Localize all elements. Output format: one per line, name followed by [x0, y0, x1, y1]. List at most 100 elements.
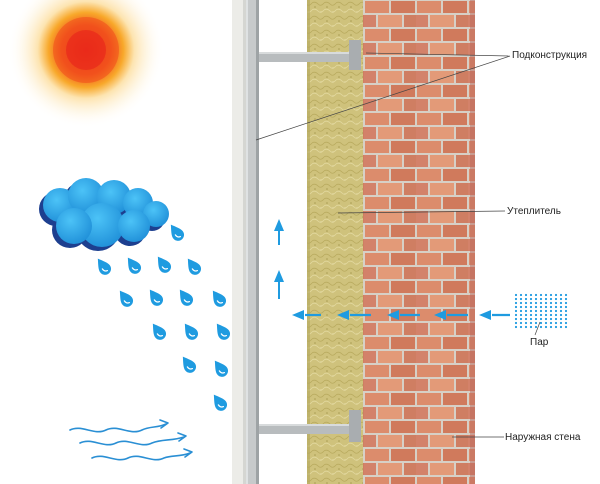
vapor-dot	[529, 293, 533, 297]
vapor-dot	[559, 325, 563, 329]
leader-lines	[255, 52, 541, 438]
vapor-dot	[554, 309, 558, 313]
vapor-dot	[549, 301, 553, 305]
vapor-dot	[539, 305, 543, 309]
bracket-top	[259, 40, 361, 70]
vapor-dot	[544, 293, 548, 297]
raindrop-icon	[182, 254, 204, 278]
vapor-dot	[534, 301, 538, 305]
vapor-dot	[519, 321, 523, 325]
vapor-dot	[529, 321, 533, 325]
arrow-icon	[337, 310, 371, 320]
raindrop-icon	[207, 286, 229, 310]
vapor-dot	[529, 313, 533, 317]
vapor-dot	[564, 309, 568, 313]
label-vapor: Пар	[530, 337, 549, 348]
vapor-dot	[514, 317, 518, 321]
vapor-dot	[514, 301, 518, 305]
vapor-dot	[514, 313, 518, 317]
brick-wall	[363, 0, 475, 484]
vapor-dot	[564, 313, 568, 317]
vapor-dots-icon	[514, 293, 568, 329]
vapor-dot	[534, 325, 538, 329]
vapor-dot	[549, 309, 553, 313]
vapor-dot	[534, 317, 538, 321]
vapor-dot	[564, 305, 568, 309]
vapor-dot	[534, 293, 538, 297]
vapor-dot	[519, 313, 523, 317]
vapor-dot	[544, 317, 548, 321]
vapor-dot	[519, 305, 523, 309]
vapor-dot	[559, 321, 563, 325]
vapor-dot	[549, 325, 553, 329]
vapor-dot	[529, 301, 533, 305]
raindrop-icon	[211, 319, 233, 343]
vapor-dot	[514, 325, 518, 329]
vapor-dot	[564, 293, 568, 297]
vapor-dot	[529, 325, 533, 329]
vapor-dot	[514, 309, 518, 313]
vapor-dot	[544, 321, 548, 325]
bracket-bottom	[259, 410, 361, 442]
vapor-dot	[564, 317, 568, 321]
vapor-dot	[529, 305, 533, 309]
vapor-dot	[519, 297, 523, 301]
raindrop-icon	[179, 319, 201, 343]
vapor-dot	[564, 301, 568, 305]
vapor-dot	[559, 313, 563, 317]
vapor-dot	[514, 297, 518, 301]
vapor-dot	[514, 305, 518, 309]
vapor-dot	[544, 305, 548, 309]
vapor-dot	[524, 301, 528, 305]
vapor-arrows	[292, 310, 510, 320]
vapor-dot	[564, 321, 568, 325]
arrow-icon	[479, 310, 510, 320]
vapor-dot	[519, 309, 523, 313]
arrow-icon	[434, 310, 468, 320]
raindrop-icon	[92, 254, 114, 278]
vapor-dot	[534, 305, 538, 309]
vapor-dot	[544, 301, 548, 305]
vapor-dot	[524, 321, 528, 325]
label-outer-wall: Наружная стена	[505, 432, 581, 443]
vapor-dot	[524, 325, 528, 329]
vapor-dot	[519, 301, 523, 305]
vapor-dot	[539, 313, 543, 317]
vapor-dot	[559, 297, 563, 301]
vapor-dot	[559, 301, 563, 305]
vapor-dot	[544, 297, 548, 301]
vapor-dot	[539, 297, 543, 301]
raindrop-icon	[208, 390, 230, 414]
raindrop-icon	[122, 253, 144, 277]
vapor-dot	[539, 317, 543, 321]
raindrop-icon	[165, 220, 187, 244]
vapor-dot	[539, 293, 543, 297]
raindrop-icon	[152, 252, 174, 276]
arrow-up-lower	[274, 270, 284, 299]
vapor-dot	[519, 317, 523, 321]
vapor-dot	[559, 309, 563, 313]
arrow-icon	[292, 310, 321, 320]
vapor-dot	[524, 313, 528, 317]
label-substructure: Подконструкция	[512, 50, 587, 61]
vapor-dot	[554, 325, 558, 329]
vapor-dot	[534, 309, 538, 313]
vapor-dot	[549, 293, 553, 297]
vapor-dot	[559, 293, 563, 297]
vapor-dot	[539, 309, 543, 313]
vapor-dot	[554, 297, 558, 301]
vapor-dot	[559, 305, 563, 309]
vapor-dot	[534, 313, 538, 317]
vapor-dot	[554, 317, 558, 321]
vapor-dot	[529, 297, 533, 301]
vapor-dot	[514, 321, 518, 325]
vapor-dot	[539, 321, 543, 325]
vapor-dot	[524, 309, 528, 313]
vapor-dot	[554, 301, 558, 305]
vapor-dot	[549, 321, 553, 325]
vertical-profile	[246, 0, 259, 484]
arrow-icon	[387, 310, 420, 320]
vapor-dot	[554, 305, 558, 309]
vapor-dot	[524, 305, 528, 309]
